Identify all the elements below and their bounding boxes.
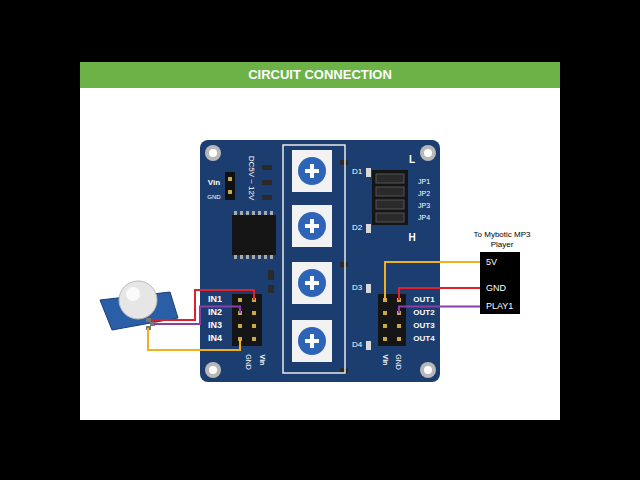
pin-label: JP2 [417, 190, 431, 197]
pin-label: IN1 [207, 295, 223, 304]
player-box: 5V GND PLAY1 [480, 252, 520, 314]
pin-label: D3 [351, 284, 363, 292]
pin-label: JP1 [417, 178, 431, 185]
pin-label: H [407, 233, 416, 244]
mp3-player-block: To Mybotic MP3 Player 5V GND PLAY1 [470, 230, 534, 314]
pin-label: JP3 [417, 202, 431, 209]
pin-label: Vin [207, 179, 221, 187]
pin-label: DC5V ~ 12V [247, 155, 255, 202]
pin-label: IN3 [207, 321, 223, 330]
pin-label: OUT2 [412, 309, 435, 317]
pin-label: D4 [351, 341, 363, 349]
pin-name: 5V [486, 257, 497, 267]
pin-label: OUT1 [412, 296, 435, 304]
pin-label: D1 [351, 168, 363, 176]
pin-label: OUT3 [412, 322, 435, 330]
pin-label: Vin [381, 354, 388, 367]
pin-label: OUT4 [412, 335, 435, 343]
pin-label: IN4 [207, 334, 223, 343]
pin-label: IN2 [207, 308, 223, 317]
block-heading: To Mybotic MP3 Player [470, 230, 534, 250]
pin-label: GND [394, 353, 401, 371]
pin-label: Vin [258, 354, 265, 367]
pin-label: GND [206, 194, 221, 200]
pin-label: JP4 [417, 214, 431, 221]
slide-title: CIRCUIT CONNECTION [80, 62, 560, 88]
pin-label: D2 [351, 224, 363, 232]
pin-label: GND [244, 353, 251, 371]
pin-name: PLAY1 [486, 301, 513, 311]
pin-name: GND [486, 283, 506, 293]
pin-label: L [408, 155, 416, 166]
